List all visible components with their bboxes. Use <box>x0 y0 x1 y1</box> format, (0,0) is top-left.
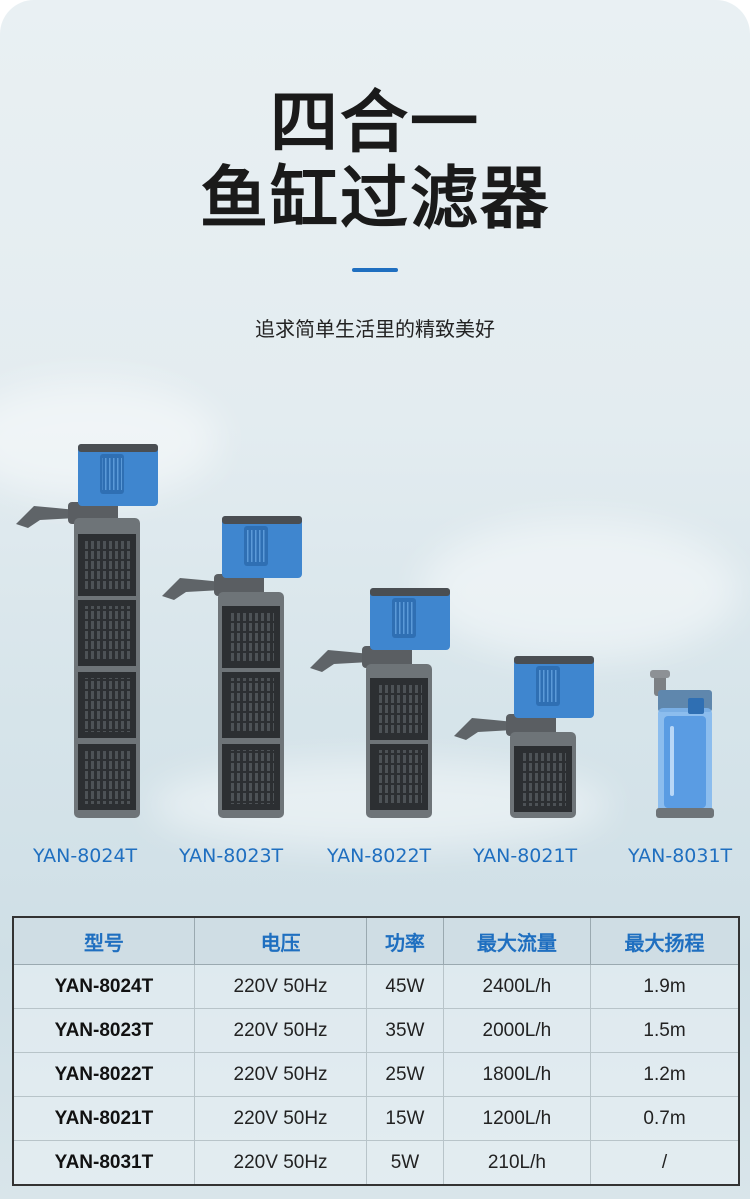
table-row: YAN-8021T 220V 50Hz 15W 1200L/h 0.7m <box>12 1096 740 1141</box>
filter-image-yan-8023t <box>162 516 302 818</box>
table-row: YAN-8031T 220V 50Hz 5W 210L/h / <box>12 1140 740 1186</box>
cell-max-head: / <box>590 1140 740 1186</box>
cell-model: YAN-8031T <box>12 1140 195 1186</box>
cell-max-head: 1.5m <box>590 1008 740 1053</box>
cell-max-flow: 2000L/h <box>442 1008 592 1053</box>
filter-image-yan-8031t <box>650 670 714 818</box>
cell-power: 5W <box>366 1140 444 1186</box>
model-label: YAN-8021T <box>473 845 578 867</box>
cell-power: 25W <box>366 1052 444 1097</box>
cell-voltage: 220V 50Hz <box>193 964 368 1009</box>
model-label: YAN-8024T <box>33 845 138 867</box>
background-cloud <box>420 520 740 660</box>
header-max-flow: 最大流量 <box>442 916 592 965</box>
page-subtitle: 追求简单生活里的精致美好 <box>255 317 495 341</box>
cell-max-flow: 210L/h <box>442 1140 592 1186</box>
cell-voltage: 220V 50Hz <box>193 1008 368 1053</box>
cell-power: 35W <box>366 1008 444 1053</box>
spec-table: 型号 电压 功率 最大流量 最大扬程 YAN-8024T 220V 50Hz 4… <box>12 916 740 1186</box>
table-row: YAN-8023T 220V 50Hz 35W 2000L/h 1.5m <box>12 1008 740 1053</box>
cell-max-flow: 1800L/h <box>442 1052 592 1097</box>
cell-model: YAN-8022T <box>12 1052 195 1097</box>
model-label: YAN-8022T <box>327 845 432 867</box>
spec-table-header-row: 型号 电压 功率 最大流量 最大扬程 <box>12 916 740 965</box>
page-title-line1: 四合一 <box>269 84 480 163</box>
cell-voltage: 220V 50Hz <box>193 1140 368 1186</box>
cell-model: YAN-8021T <box>12 1096 195 1141</box>
title-accent-bar <box>352 268 398 272</box>
cell-max-flow: 2400L/h <box>442 964 592 1009</box>
header-power: 功率 <box>366 916 444 965</box>
cell-max-flow: 1200L/h <box>442 1096 592 1141</box>
table-row: YAN-8022T 220V 50Hz 25W 1800L/h 1.2m <box>12 1052 740 1097</box>
cell-power: 15W <box>366 1096 444 1141</box>
filter-image-yan-8022t <box>310 588 450 818</box>
cell-power: 45W <box>366 964 444 1009</box>
filter-image-yan-8021t <box>454 656 594 818</box>
cell-model: YAN-8024T <box>12 964 195 1009</box>
cell-max-head: 1.9m <box>590 964 740 1009</box>
model-label: YAN-8031T <box>628 845 733 867</box>
cell-max-head: 1.2m <box>590 1052 740 1097</box>
model-label-row: YAN-8024T YAN-8023T YAN-8022T YAN-8021T … <box>0 845 750 871</box>
filter-image-yan-8024t <box>16 444 158 818</box>
table-row: YAN-8024T 220V 50Hz 45W 2400L/h 1.9m <box>12 964 740 1009</box>
page-title-line2: 鱼缸过滤器 <box>199 160 550 239</box>
header-max-head: 最大扬程 <box>590 916 740 965</box>
cell-voltage: 220V 50Hz <box>193 1096 368 1141</box>
header-model: 型号 <box>12 916 195 965</box>
header-voltage: 电压 <box>193 916 368 965</box>
cell-model: YAN-8023T <box>12 1008 195 1053</box>
model-label: YAN-8023T <box>179 845 284 867</box>
cell-max-head: 0.7m <box>590 1096 740 1141</box>
cell-voltage: 220V 50Hz <box>193 1052 368 1097</box>
